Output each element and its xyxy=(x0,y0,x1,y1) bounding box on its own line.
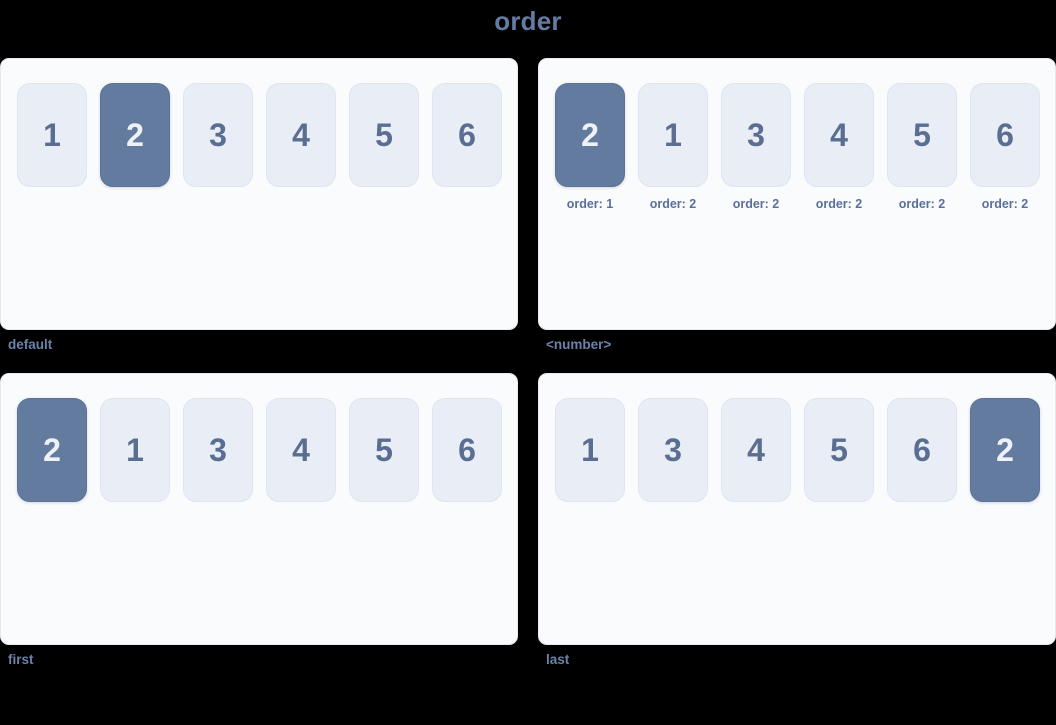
item-wrap: 6 xyxy=(432,398,502,502)
panel-caption-first: first xyxy=(8,652,34,667)
order-item[interactable]: 1 xyxy=(17,83,87,187)
order-item-active[interactable]: 2 xyxy=(555,83,625,187)
item-order-label: order: 2 xyxy=(649,197,697,211)
order-item[interactable]: 6 xyxy=(887,398,957,502)
item-order-label: order: 2 xyxy=(981,197,1029,211)
panel-caption-last: last xyxy=(546,652,570,667)
demo-cell-number: 2 order: 1 1 order: 2 3 order: 2 4 order… xyxy=(538,58,1056,354)
order-item[interactable]: 6 xyxy=(432,398,502,502)
item-wrap: 3 order: 2 xyxy=(721,83,791,211)
demo-cell-last: 1 3 4 5 6 2 xyxy=(538,373,1056,669)
order-item-active[interactable]: 2 xyxy=(100,83,170,187)
item-list-number: 2 order: 1 1 order: 2 3 order: 2 4 order… xyxy=(555,83,1040,211)
item-wrap: 2 xyxy=(17,398,87,502)
item-wrap: 6 xyxy=(887,398,957,502)
order-item[interactable]: 6 xyxy=(970,83,1040,187)
order-item[interactable]: 3 xyxy=(183,83,253,187)
order-item[interactable]: 5 xyxy=(349,398,419,502)
item-wrap: 2 xyxy=(100,83,170,187)
item-wrap: 4 xyxy=(721,398,791,502)
order-item[interactable]: 3 xyxy=(638,398,708,502)
item-wrap: 6 order: 2 xyxy=(970,83,1040,211)
order-item[interactable]: 5 xyxy=(887,83,957,187)
demo-cell-first: 2 1 3 4 5 6 xyxy=(0,373,518,669)
item-list-first: 2 1 3 4 5 6 xyxy=(17,398,502,502)
demo-cell-default: 1 2 3 4 5 6 xyxy=(0,58,518,354)
item-wrap: 1 xyxy=(555,398,625,502)
item-wrap: 3 xyxy=(183,398,253,502)
panel-caption-default: default xyxy=(8,337,53,352)
order-item[interactable]: 3 xyxy=(721,83,791,187)
page-title: order xyxy=(494,6,562,36)
order-item[interactable]: 1 xyxy=(555,398,625,502)
panel-last: 1 3 4 5 6 2 xyxy=(538,373,1056,645)
item-wrap: 4 xyxy=(266,398,336,502)
order-item[interactable]: 1 xyxy=(100,398,170,502)
panel-default: 1 2 3 4 5 6 xyxy=(0,58,518,330)
order-item-active[interactable]: 2 xyxy=(970,398,1040,502)
order-item[interactable]: 3 xyxy=(183,398,253,502)
item-wrap: 5 xyxy=(349,398,419,502)
item-wrap: 5 xyxy=(349,83,419,187)
order-item[interactable]: 4 xyxy=(721,398,791,502)
item-wrap: 5 order: 2 xyxy=(887,83,957,211)
item-order-label: order: 2 xyxy=(732,197,780,211)
item-order-label: order: 2 xyxy=(898,197,946,211)
item-wrap: 3 xyxy=(638,398,708,502)
order-item[interactable]: 1 xyxy=(638,83,708,187)
demo-grid: 1 2 3 4 5 6 xyxy=(0,58,1056,669)
item-list-default: 1 2 3 4 5 6 xyxy=(17,83,502,187)
order-item[interactable]: 4 xyxy=(804,83,874,187)
order-item[interactable]: 5 xyxy=(804,398,874,502)
panel-first: 2 1 3 4 5 6 xyxy=(0,373,518,645)
item-order-label: order: 1 xyxy=(566,197,614,211)
order-item-active[interactable]: 2 xyxy=(17,398,87,502)
order-item[interactable]: 4 xyxy=(266,83,336,187)
panel-caption-number: <number> xyxy=(546,337,612,352)
item-wrap: 1 order: 2 xyxy=(638,83,708,211)
item-order-label: order: 2 xyxy=(815,197,863,211)
item-wrap: 4 order: 2 xyxy=(804,83,874,211)
item-wrap: 5 xyxy=(804,398,874,502)
order-item[interactable]: 4 xyxy=(266,398,336,502)
item-wrap: 2 order: 1 xyxy=(555,83,625,211)
item-list-last: 1 3 4 5 6 2 xyxy=(555,398,1040,502)
item-wrap: 4 xyxy=(266,83,336,187)
item-wrap: 1 xyxy=(100,398,170,502)
order-item[interactable]: 6 xyxy=(432,83,502,187)
item-wrap: 6 xyxy=(432,83,502,187)
item-wrap: 2 xyxy=(970,398,1040,502)
panel-number: 2 order: 1 1 order: 2 3 order: 2 4 order… xyxy=(538,58,1056,330)
item-wrap: 1 xyxy=(17,83,87,187)
item-wrap: 3 xyxy=(183,83,253,187)
order-item[interactable]: 5 xyxy=(349,83,419,187)
